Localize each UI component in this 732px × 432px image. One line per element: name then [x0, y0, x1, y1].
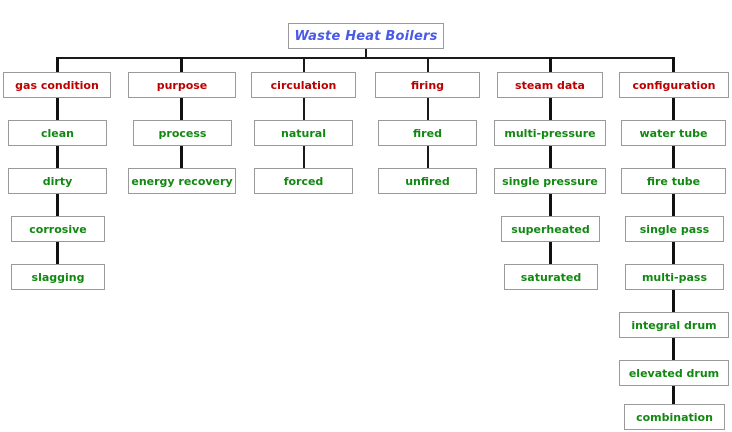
node-dirty[interactable]: dirty	[8, 168, 107, 194]
column-header-firing[interactable]: firing	[375, 72, 480, 98]
node-forced[interactable]: forced	[254, 168, 353, 194]
node-slagging[interactable]: slagging	[11, 264, 105, 290]
trunk-drop-col1	[56, 57, 59, 73]
trunk-drop-col2	[180, 57, 183, 73]
column-header-purpose[interactable]: purpose	[128, 72, 236, 98]
root-node-waste-heat-boilers[interactable]: Waste Heat Boilers	[288, 23, 444, 49]
connector-c6-r2-to-r3	[672, 194, 675, 216]
trunk-drop-col4	[427, 57, 429, 73]
connector-c6-r1-to-r2	[672, 146, 675, 168]
connector-c5-r3-to-r4	[549, 242, 552, 264]
node-fired[interactable]: fired	[378, 120, 477, 146]
connector-c2-h-to-r1	[180, 98, 183, 120]
node-multi-pressure[interactable]: multi-pressure	[494, 120, 606, 146]
column-header-gas-condition[interactable]: gas condition	[3, 72, 111, 98]
connector-c2-r1-to-r2	[180, 146, 183, 168]
connector-c5-r1-to-r2	[549, 146, 552, 168]
node-water-tube[interactable]: water tube	[621, 120, 726, 146]
node-integral-drum[interactable]: integral drum	[619, 312, 729, 338]
node-fire-tube[interactable]: fire tube	[621, 168, 726, 194]
trunk-drop-col3	[303, 57, 305, 73]
node-superheated[interactable]: superheated	[501, 216, 600, 242]
connector-c6-r4-to-r5	[672, 290, 675, 312]
node-energy-recovery[interactable]: energy recovery	[128, 168, 236, 194]
node-clean[interactable]: clean	[8, 120, 107, 146]
node-single-pass[interactable]: single pass	[625, 216, 724, 242]
connector-c6-r5-to-r6	[672, 338, 675, 360]
connector-c1-r2-to-r3	[56, 194, 59, 216]
connector-c1-r3-to-r4	[56, 242, 59, 264]
column-header-configuration[interactable]: configuration	[619, 72, 729, 98]
connector-c1-h-to-r1	[56, 98, 59, 120]
connector-c3-r1-to-r2	[303, 146, 305, 168]
node-single-pressure[interactable]: single pressure	[494, 168, 606, 194]
connector-c1-r1-to-r2	[56, 146, 59, 168]
node-corrosive[interactable]: corrosive	[11, 216, 105, 242]
connector-c5-h-to-r1	[549, 98, 552, 120]
connector-c4-h-to-r1	[427, 98, 429, 120]
node-natural[interactable]: natural	[254, 120, 353, 146]
node-unfired[interactable]: unfired	[378, 168, 477, 194]
connector-c6-r6-to-r7	[672, 386, 675, 408]
trunk-drop-col5	[549, 57, 552, 73]
root-stem-connector	[365, 49, 367, 58]
node-elevated-drum[interactable]: elevated drum	[619, 360, 729, 386]
node-combination[interactable]: combination	[624, 404, 725, 430]
column-header-steam-data[interactable]: steam data	[497, 72, 603, 98]
connector-c4-r1-to-r2	[427, 146, 429, 168]
node-saturated[interactable]: saturated	[504, 264, 598, 290]
connector-c5-r2-to-r3	[549, 194, 552, 216]
trunk-drop-col6	[672, 57, 675, 73]
trunk-horizontal-connector	[57, 57, 674, 59]
column-header-circulation[interactable]: circulation	[251, 72, 356, 98]
connector-c3-h-to-r1	[303, 98, 305, 120]
connector-c6-h-to-r1	[672, 98, 675, 120]
connector-c6-r3-to-r4	[672, 242, 675, 264]
node-multi-pass[interactable]: multi-pass	[625, 264, 724, 290]
node-process[interactable]: process	[133, 120, 232, 146]
